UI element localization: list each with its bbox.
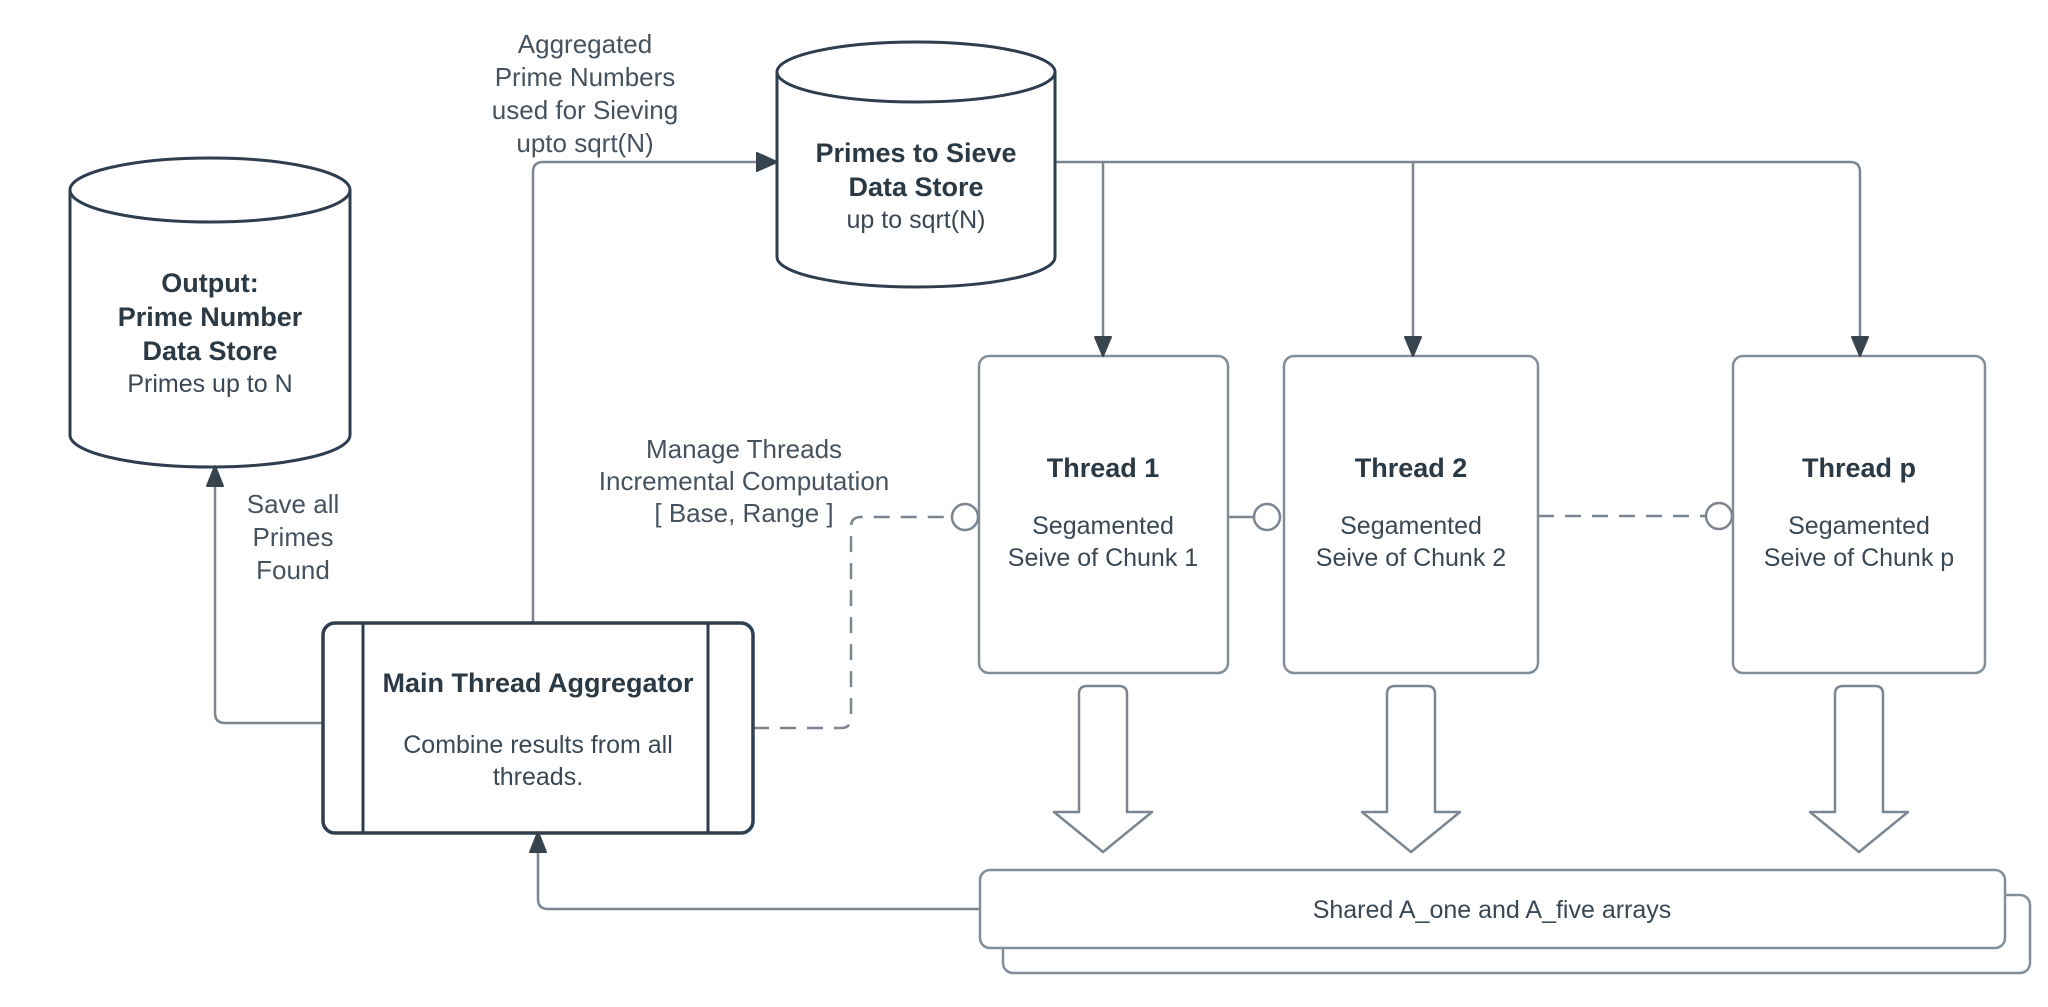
primes-store-label: Primes to Sieve Data Store up to sqrt(N) [815, 136, 1016, 236]
thread2-port-circle [1252, 502, 1282, 532]
aggregator-box [321, 621, 755, 835]
thread1-body-line: Segamented [1032, 512, 1174, 540]
thread2-body-line: Segamented [1340, 512, 1482, 540]
threadp-result-arrow [1808, 684, 1910, 854]
aggregator-body-line: threads. [492, 763, 584, 791]
manage-threads-connector [753, 515, 951, 730]
annotation-line: upto sqrt(N) [516, 128, 654, 158]
save-primes-connector [213, 484, 323, 725]
distribution-connector [1055, 160, 1862, 340]
thread2-title: Thread 2 [1354, 453, 1468, 483]
shared-arrays-label: Shared A_one and A_five arrays [1312, 896, 1672, 924]
aggregated-primes-annotation: Aggregated Prime Numbers used for Sievin… [492, 28, 678, 160]
output-store-title-line: Data Store [142, 336, 278, 366]
output-store-title-line: Prime Number [117, 302, 303, 332]
annotation-line: Incremental Computation [598, 466, 890, 496]
thread1-title: Thread 1 [1046, 453, 1160, 483]
thread2-result-arrow [1360, 684, 1462, 854]
save-primes-annotation: Save all Primes Found [247, 488, 340, 587]
annotation-line: Found [256, 555, 330, 585]
thread1-arrowhead [1094, 336, 1112, 357]
primes-store-title-line: Data Store [848, 172, 984, 202]
threadp-body-line: Seive of Chunk p [1763, 544, 1955, 572]
thread2-body: Segamented Seive of Chunk 2 [1316, 510, 1506, 574]
primes-store-arrowhead [756, 152, 778, 172]
annotation-line: [ Base, Range ] [654, 498, 834, 528]
annotation-line: Manage Threads [645, 434, 843, 464]
aggregator-body-line: Combine results from all [403, 731, 673, 759]
aggregator-arrowhead [529, 831, 547, 853]
thread1-body-line: Seive of Chunk 1 [1007, 544, 1199, 572]
output-store-cylinder [68, 156, 352, 469]
threadp-body: Segamented Seive of Chunk p [1764, 510, 1954, 574]
thread2-box [1282, 354, 1540, 675]
threadp-arrowhead [1851, 336, 1869, 357]
thread1-body: Segamented Seive of Chunk 1 [1008, 510, 1198, 574]
primes-store-cylinder [775, 40, 1057, 289]
annotation-line: Primes [252, 522, 334, 552]
annotation-line: used for Sieving [491, 95, 679, 125]
manage-threads-annotation: Manage Threads Incremental Computation [… [599, 433, 889, 529]
output-store-subtitle: Primes up to N [127, 370, 293, 398]
output-store-title-line: Output: [161, 268, 259, 298]
thread2-arrowhead [1404, 336, 1422, 357]
annotation-line: Save all [246, 489, 340, 519]
threadp-title: Thread p [1801, 453, 1917, 483]
shared-arrays-box [978, 868, 2007, 950]
output-store-arrowhead [206, 465, 224, 487]
annotation-line: Prime Numbers [494, 62, 676, 92]
output-store-label: Output: Prime Number Data Store Primes u… [118, 266, 303, 400]
aggregated-primes-connector [531, 160, 760, 623]
annotation-line: Aggregated [517, 29, 653, 59]
thread1-port-circle [950, 502, 980, 532]
results-return-connector [536, 850, 980, 911]
thread2-body-line: Seive of Chunk 2 [1315, 544, 1507, 572]
threadp-port-circle [1704, 501, 1734, 531]
thread1-result-arrow [1052, 684, 1154, 854]
primes-store-subtitle: up to sqrt(N) [846, 206, 986, 234]
primes-store-title-line: Primes to Sieve [815, 138, 1017, 168]
aggregator-body: Combine results from all threads. [403, 729, 673, 793]
threadp-body-line: Segamented [1788, 512, 1930, 540]
aggregator-title: Main Thread Aggregator [382, 668, 694, 698]
